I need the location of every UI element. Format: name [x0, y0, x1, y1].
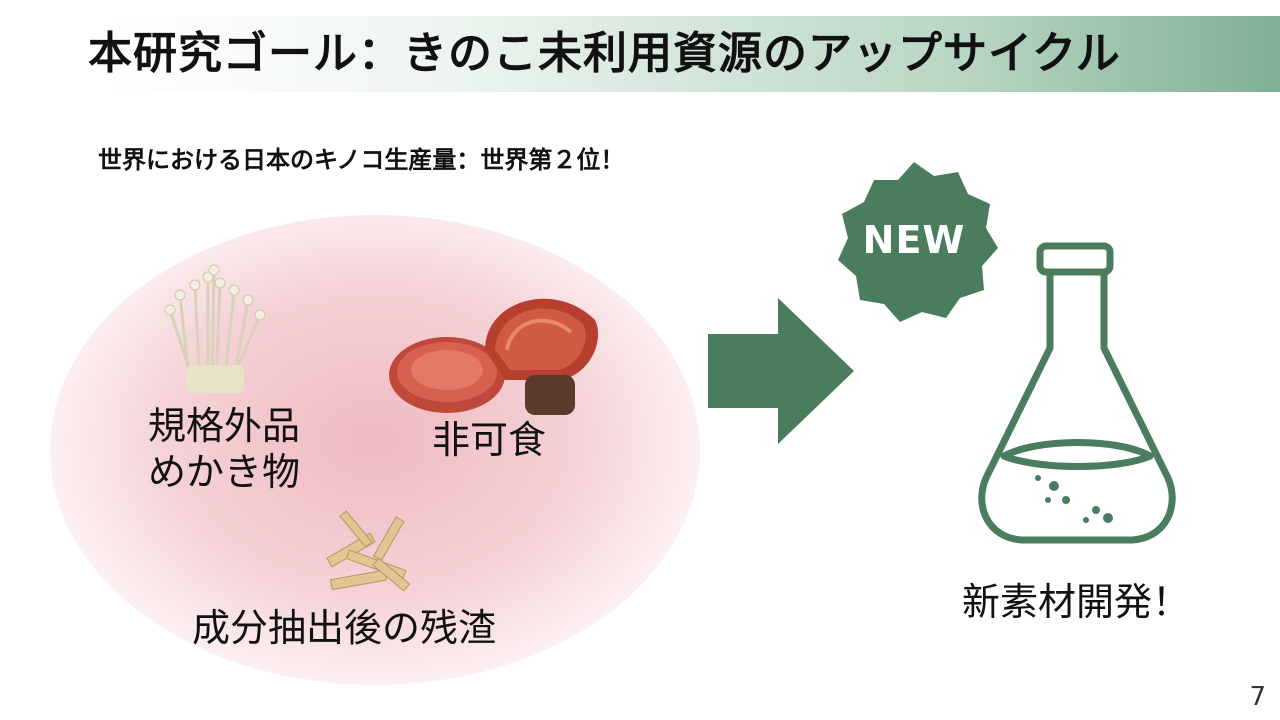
unused-resources-area: [50, 215, 700, 685]
reishi-mushroom-icon: [389, 298, 599, 415]
flask-icon: [978, 242, 1176, 544]
new-badge-label: NEW: [862, 218, 966, 262]
enoki-mushroom-icon: [164, 264, 266, 393]
new-badge-icon: [838, 162, 998, 322]
label-extraction-residue: 成分抽出後の残渣: [192, 606, 497, 650]
title-bar: [0, 16, 1280, 92]
slide-subtitle: 世界における日本のキノコ生産量：世界第２位！: [98, 146, 625, 174]
slide-title: 本研究ゴール：きのこ未利用資源のアップサイクル: [88, 28, 1121, 79]
label-out-of-spec: 規格外品 めかき物: [148, 404, 300, 495]
label-out-of-spec-line1: 規格外品: [148, 404, 301, 448]
right-arrow-icon: [708, 298, 854, 444]
label-inedible: 非可食: [432, 418, 547, 462]
label-new-material: 新素材開発！: [962, 580, 1191, 624]
label-out-of-spec-line2: めかき物: [148, 449, 301, 494]
mushroom-residue-icon: [326, 510, 411, 592]
page-number: 7: [1249, 682, 1266, 712]
